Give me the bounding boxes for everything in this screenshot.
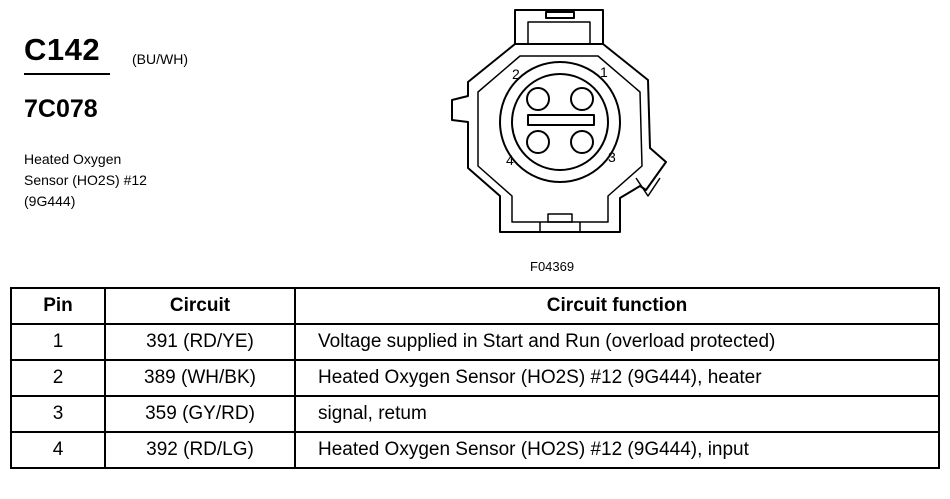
- function-cell: signal, retum: [294, 395, 940, 433]
- component-description-line: (9G444): [24, 193, 76, 209]
- pin-cell: 4: [10, 431, 106, 469]
- header-circuit: Circuit: [104, 287, 296, 325]
- pin-3-socket: [570, 130, 594, 154]
- pin-label-3: 3: [608, 149, 616, 165]
- connector-face-diagram: 1 2 3 4: [451, 9, 667, 233]
- component-description-line: Sensor (HO2S) #12: [24, 172, 147, 188]
- table-row: 4 392 (RD/LG) Heated Oxygen Sensor (HO2S…: [10, 431, 940, 469]
- function-cell: Heated Oxygen Sensor (HO2S) #12 (9G444),…: [294, 359, 940, 397]
- pin-1-socket: [570, 87, 594, 111]
- pin-cavity-ring-inner: [511, 73, 609, 171]
- table-row: 3 359 (GY/RD) signal, retum: [10, 395, 940, 433]
- keying-bar: [527, 114, 595, 126]
- component-description-line: Heated Oxygen: [24, 151, 122, 167]
- connector-id: C142: [24, 32, 101, 67]
- circuit-cell: 359 (GY/RD): [104, 395, 296, 433]
- pin-cell: 3: [10, 395, 106, 433]
- circuit-cell: 391 (RD/YE): [104, 323, 296, 361]
- pin-cavity-ring-outer: [499, 61, 621, 183]
- table-row: 1 391 (RD/YE) Voltage supplied in Start …: [10, 323, 940, 361]
- connector-latch-tab: [514, 9, 604, 44]
- pin-4-socket: [526, 130, 550, 154]
- header-circuit-function: Circuit function: [294, 287, 940, 325]
- function-cell: Heated Oxygen Sensor (HO2S) #12 (9G444),…: [294, 431, 940, 469]
- connector-id-underline: [24, 73, 110, 75]
- part-number: 7C078: [24, 95, 98, 123]
- table-row: 2 389 (WH/BK) Heated Oxygen Sensor (HO2S…: [10, 359, 940, 397]
- circuit-cell: 392 (RD/LG): [104, 431, 296, 469]
- pin-label-1: 1: [600, 64, 608, 80]
- pin-cell: 2: [10, 359, 106, 397]
- component-description: Heated Oxygen Sensor (HO2S) #12 (9G444): [24, 149, 147, 212]
- pin-label-4: 4: [506, 152, 514, 168]
- pin-cell: 1: [10, 323, 106, 361]
- table-header-row: Pin Circuit Circuit function: [10, 287, 940, 325]
- pinout-table: Pin Circuit Circuit function 1 391 (RD/Y…: [10, 287, 940, 469]
- connector-housing-outline: [451, 43, 667, 233]
- circuit-cell: 389 (WH/BK): [104, 359, 296, 397]
- pin-label-2: 2: [512, 66, 520, 82]
- figure-code: F04369: [530, 259, 575, 274]
- connector-color-code: (BU/WH): [132, 51, 188, 67]
- function-cell: Voltage supplied in Start and Run (overl…: [294, 323, 940, 361]
- pin-2-socket: [526, 87, 550, 111]
- connector-inner-housing: [477, 55, 643, 223]
- header-pin: Pin: [10, 287, 106, 325]
